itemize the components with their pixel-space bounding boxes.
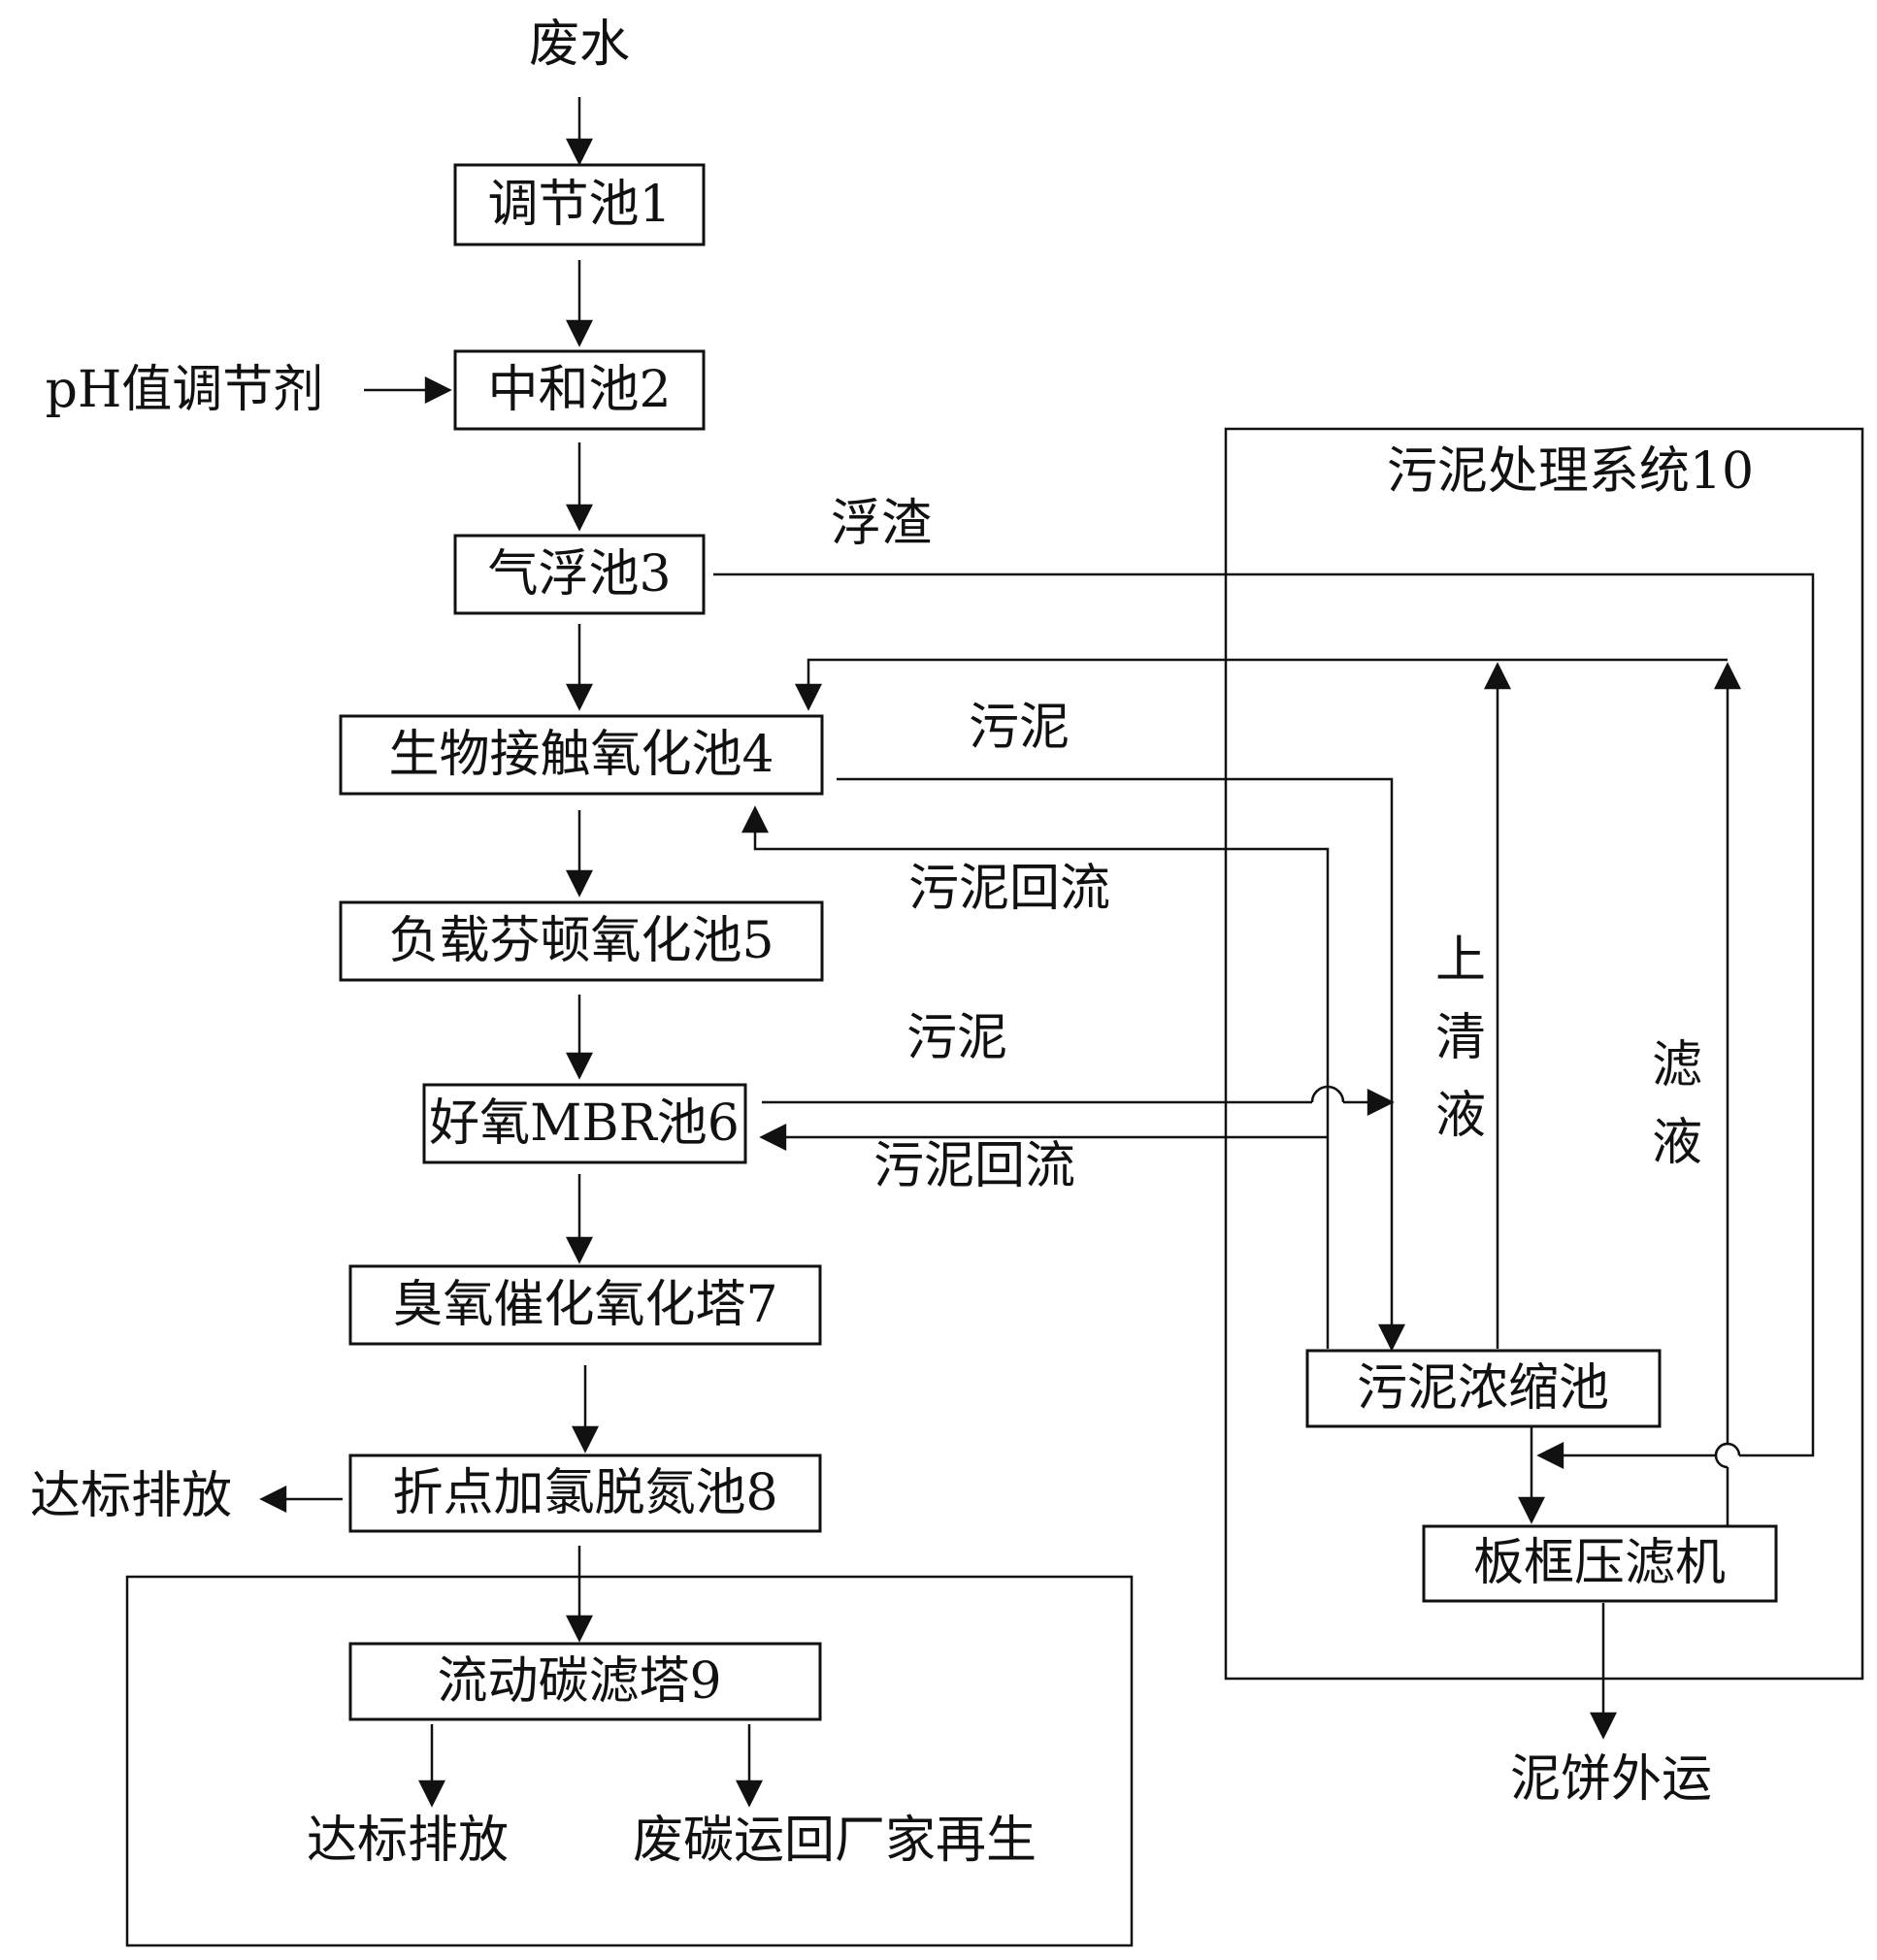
box-bio-contact-oxidation: 生物接触氧化池4	[339, 714, 824, 796]
box-ozone-catalytic-tower-label: 臭氧催化氧化塔7	[392, 1276, 777, 1334]
box-carbon-filter-tower-label: 流动碳滤塔9	[437, 1652, 721, 1711]
input-wastewater-label: 废水	[529, 16, 630, 74]
return-top-line	[795, 658, 1728, 711]
cake-out-label: 泥饼外运	[1510, 1750, 1712, 1809]
box-flotation-tank: 气浮池3	[453, 534, 706, 615]
supernatant-char-2: 清	[1435, 1009, 1486, 1067]
discharge-left-label: 达标排放	[30, 1467, 232, 1525]
carbon-filter-frame	[125, 1575, 1134, 1947]
sludge-label-b6: 污泥	[906, 1009, 1007, 1067]
box-sludge-thickener-label: 污泥浓缩池	[1357, 1359, 1609, 1418]
sludge-line-b6-hop	[1310, 1085, 1345, 1103]
filtrate-label: 滤 液	[1652, 1036, 1702, 1172]
supernatant-char-1: 上	[1435, 931, 1486, 990]
reflux-line-b4	[741, 805, 1330, 1349]
box-carbon-filter-tower: 流动碳滤塔9	[348, 1642, 822, 1721]
box-filter-press-label: 板框压滤机	[1473, 1534, 1726, 1592]
filtrate-line-hop	[1714, 1442, 1729, 1469]
box-neutralization-tank: 中和池2	[453, 349, 706, 431]
box-regulating-tank-label: 调节池1	[487, 176, 671, 234]
reflux-label-b4: 污泥回流	[908, 860, 1110, 918]
filtrate-char-2: 液	[1652, 1114, 1702, 1172]
reflux-label-b6: 污泥回流	[873, 1137, 1075, 1195]
sludge-line-b4	[837, 777, 1405, 1352]
supernatant-char-3: 液	[1435, 1087, 1486, 1145]
box-breakpoint-chlorination: 折点加氯脱氮池8	[348, 1454, 822, 1533]
scum-label: 浮渣	[831, 495, 932, 553]
sludge-label-b4: 污泥	[969, 699, 1070, 757]
scum-line	[713, 572, 1815, 1457]
box-breakpoint-chlorination-label: 折点加氯脱氮池8	[392, 1464, 777, 1522]
discharge-bottom-label: 达标排放	[307, 1812, 509, 1870]
carbon-return-label: 废碳运回厂家再生	[633, 1812, 1037, 1870]
ph-agent-label: pH值调节剂	[46, 361, 324, 419]
filtrate-char-1: 滤	[1652, 1036, 1702, 1094]
box-sludge-thickener: 污泥浓缩池	[1305, 1349, 1662, 1428]
box-aerobic-mbr: 好氧MBR池6	[422, 1083, 747, 1164]
box-bio-contact-oxidation-label: 生物接触氧化池4	[388, 726, 774, 784]
sludge-system-title: 污泥处理系统10	[1387, 442, 1754, 501]
box-flotation-tank-label: 气浮池3	[487, 545, 671, 604]
sludge-system-frame	[1224, 427, 1864, 1681]
box-fenton-oxidation-label: 负载芬顿氧化池5	[388, 912, 774, 970]
box-fenton-oxidation: 负载芬顿氧化池5	[339, 900, 824, 982]
box-regulating-tank: 调节池1	[453, 163, 706, 246]
box-neutralization-tank-label: 中和池2	[487, 361, 671, 419]
box-ozone-catalytic-tower: 臭氧催化氧化塔7	[348, 1264, 822, 1346]
supernatant-label: 上 清 液	[1435, 931, 1486, 1145]
box-aerobic-mbr-label: 好氧MBR池6	[429, 1094, 740, 1153]
box-filter-press: 板框压滤机	[1422, 1524, 1778, 1603]
